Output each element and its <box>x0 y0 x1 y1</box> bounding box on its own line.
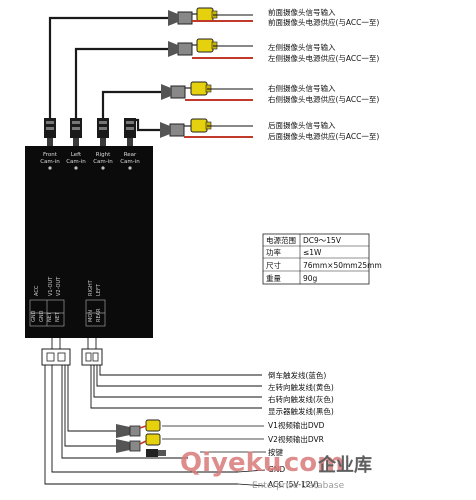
spec-val-size: 76mm×50mm25mm <box>303 261 382 270</box>
spec-val-power-range: DC9～15V <box>303 236 342 245</box>
port-label-right-1: Right <box>96 152 111 158</box>
camera-cables <box>48 16 168 132</box>
label-button: 按键 <box>268 447 283 457</box>
watermark-brand: Qiyeku <box>180 448 281 478</box>
spec-val-power: ≤1W <box>303 248 322 257</box>
spec-val-weight: 90g <box>303 274 318 283</box>
rca-plug-v1 <box>116 419 161 438</box>
pin-left: LEFT <box>96 283 102 296</box>
camera-connector-right <box>161 81 253 101</box>
label-right-turn-trigger: 右转向触发线(灰色) <box>268 394 334 404</box>
watermark-cn: 企业库 <box>317 454 372 476</box>
spec-table: 电源范围 DC9～15V 功率 ≤1W 尺寸 76mm×50mm25mm 重量 … <box>262 233 382 285</box>
label-rear-power: 后面摄像头电源供应(与ACC一至) <box>268 131 379 141</box>
label-monitor-trigger: 显示器触发线(黑色) <box>268 406 334 416</box>
camera-connector-left <box>168 38 253 59</box>
pin-gnd-2: GND <box>39 310 45 322</box>
pin-header-right <box>85 299 106 327</box>
plug-right <box>97 118 109 146</box>
watermark-suffix: .com <box>274 448 344 478</box>
pin-v1-out: V1-OUT <box>48 276 54 296</box>
pin-right: RIGHT <box>88 279 94 296</box>
pin-labels: GND GND NET NET ACC V1-OUT V2-OUT MON RE… <box>31 276 102 322</box>
plug-rear <box>124 118 136 146</box>
label-right-signal: 右侧摄像头信号输入 <box>268 83 336 93</box>
label-reverse-trigger: 倒车触发线(蓝色) <box>268 370 326 380</box>
pin-net-2: NET <box>55 311 61 322</box>
pin-v2-out: V2-OUT <box>56 276 62 296</box>
label-right-power: 右侧摄像头电源供应(与ACC一至) <box>268 94 379 104</box>
pin-gnd-1: GND <box>31 310 37 322</box>
rca-plug-v2 <box>116 433 161 453</box>
button-plug <box>146 449 166 457</box>
pin-net-1: NET <box>47 311 53 322</box>
label-v1-output: V1视频输出DVD <box>268 420 325 430</box>
label-left-turn-trigger: 左转向触发线(黄色) <box>268 382 334 392</box>
watermark-sub: Enterprise Database <box>252 481 345 491</box>
camera-connector-front <box>168 7 253 26</box>
label-front-power: 前面摄像头电源供应(与ACC一至) <box>268 17 379 27</box>
label-left-signal: 左侧摄像头信号输入 <box>268 42 336 52</box>
output-wires <box>44 365 262 485</box>
module-to-connectors <box>51 338 97 349</box>
port-label-right-2: Cam-in <box>93 159 113 165</box>
wire-leaders <box>162 425 266 487</box>
label-v2-output: V2视频输出DVR <box>268 434 324 444</box>
spec-key-size: 尺寸 <box>266 260 281 270</box>
label-front-signal: 前面摄像头信号输入 <box>268 7 336 17</box>
camera-port-labels: Front Cam-in Left Cam-in Right Cam-in Re… <box>40 152 140 165</box>
spec-key-power: 功率 <box>266 247 281 257</box>
plug-front <box>44 118 56 146</box>
label-rear-signal: 后面摄像头信号输入 <box>268 120 336 130</box>
port-label-front-1: Front <box>43 152 58 158</box>
spec-key-power-range: 电源范围 <box>266 235 296 245</box>
label-gnd: GND <box>268 465 285 474</box>
label-acc: ACC (5V-12V) <box>268 480 319 489</box>
pin-mon: MON <box>88 310 94 322</box>
port-label-rear-2: Cam-in <box>120 159 140 165</box>
camera-connector-rear <box>160 118 253 138</box>
camera-labels: 前面摄像头信号输入 前面摄像头电源供应(与ACC一至) 左侧摄像头信号输入 左侧… <box>268 7 379 141</box>
plug-left <box>70 118 82 146</box>
bottom-connector-right <box>81 348 103 366</box>
port-label-left-1: Left <box>71 152 82 158</box>
output-labels: 倒车触发线(蓝色) 左转向触发线(黄色) 右转向触发线(灰色) 显示器触发线(黑… <box>268 370 334 489</box>
spec-key-weight: 重量 <box>266 274 281 283</box>
pin-header-left <box>29 299 65 327</box>
port-label-rear-1: Rear <box>124 152 137 158</box>
bottom-connector-left <box>41 348 71 366</box>
control-module-box <box>25 146 153 338</box>
label-left-power: 左侧摄像头电源供应(与ACC一至) <box>268 53 379 63</box>
port-label-front-2: Cam-in <box>40 159 60 165</box>
watermark-logo: Qiyeku .com 企业库 Enterprise Database <box>180 448 372 491</box>
port-label-left-2: Cam-in <box>66 159 86 165</box>
pin-rear: REAR <box>96 308 102 322</box>
port-dots <box>48 166 132 170</box>
pin-acc: ACC <box>34 285 40 296</box>
